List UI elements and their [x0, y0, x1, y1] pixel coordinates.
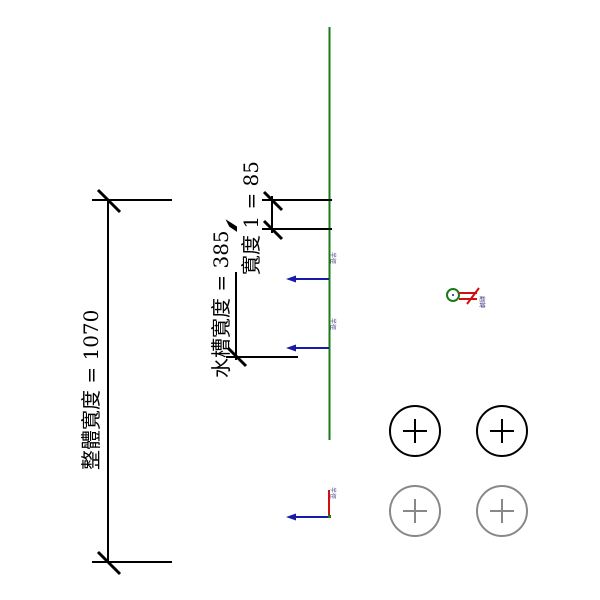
tick-mark-top — [262, 190, 284, 212]
origin-axis-marker[interactable]: 半徑 — [286, 487, 337, 521]
overall-width-label[interactable]: 整體寬度 = 1070 — [79, 310, 103, 470]
radius-label: 半徑 — [329, 487, 337, 499]
tick-mark-bottom — [226, 346, 248, 368]
tick-mark-bottom — [96, 550, 122, 576]
add-grip-button-disabled — [389, 485, 441, 537]
arrow-head-icon — [286, 344, 296, 352]
trough-width-label[interactable]: 水槽寬度 = 385 — [209, 230, 233, 378]
tick-mark-bottom — [262, 219, 284, 241]
add-grip-button[interactable] — [476, 405, 528, 457]
radius-label: 半徑 — [329, 318, 337, 330]
flip-arrow[interactable] — [286, 275, 329, 283]
radius-label: 半徑 — [329, 252, 337, 264]
add-grip-button-disabled — [476, 485, 528, 537]
arrow-head-icon — [286, 275, 296, 283]
rotate-tick — [466, 287, 480, 305]
center-point — [452, 294, 454, 296]
trough-width-dimension[interactable]: 水槽寬度 = 385 — [209, 219, 298, 378]
rotate-handle-icon — [446, 288, 460, 302]
origin-point — [328, 515, 331, 518]
rotate-label: 翻轉 — [478, 296, 486, 308]
tick-mark-top — [96, 188, 122, 214]
width-1-label[interactable]: 寬度 1 = 85 — [239, 161, 263, 275]
rotate-control[interactable]: 翻轉 — [446, 287, 486, 308]
flip-arrow[interactable] — [286, 344, 329, 352]
add-grip-button[interactable] — [389, 405, 441, 457]
tick-mark-top — [225, 219, 237, 232]
arrow-head-icon — [286, 513, 296, 521]
width-1-dimension[interactable]: 寬度 1 = 85 — [239, 161, 332, 275]
overall-width-dimension[interactable]: 整體寬度 = 1070 — [79, 188, 172, 576]
